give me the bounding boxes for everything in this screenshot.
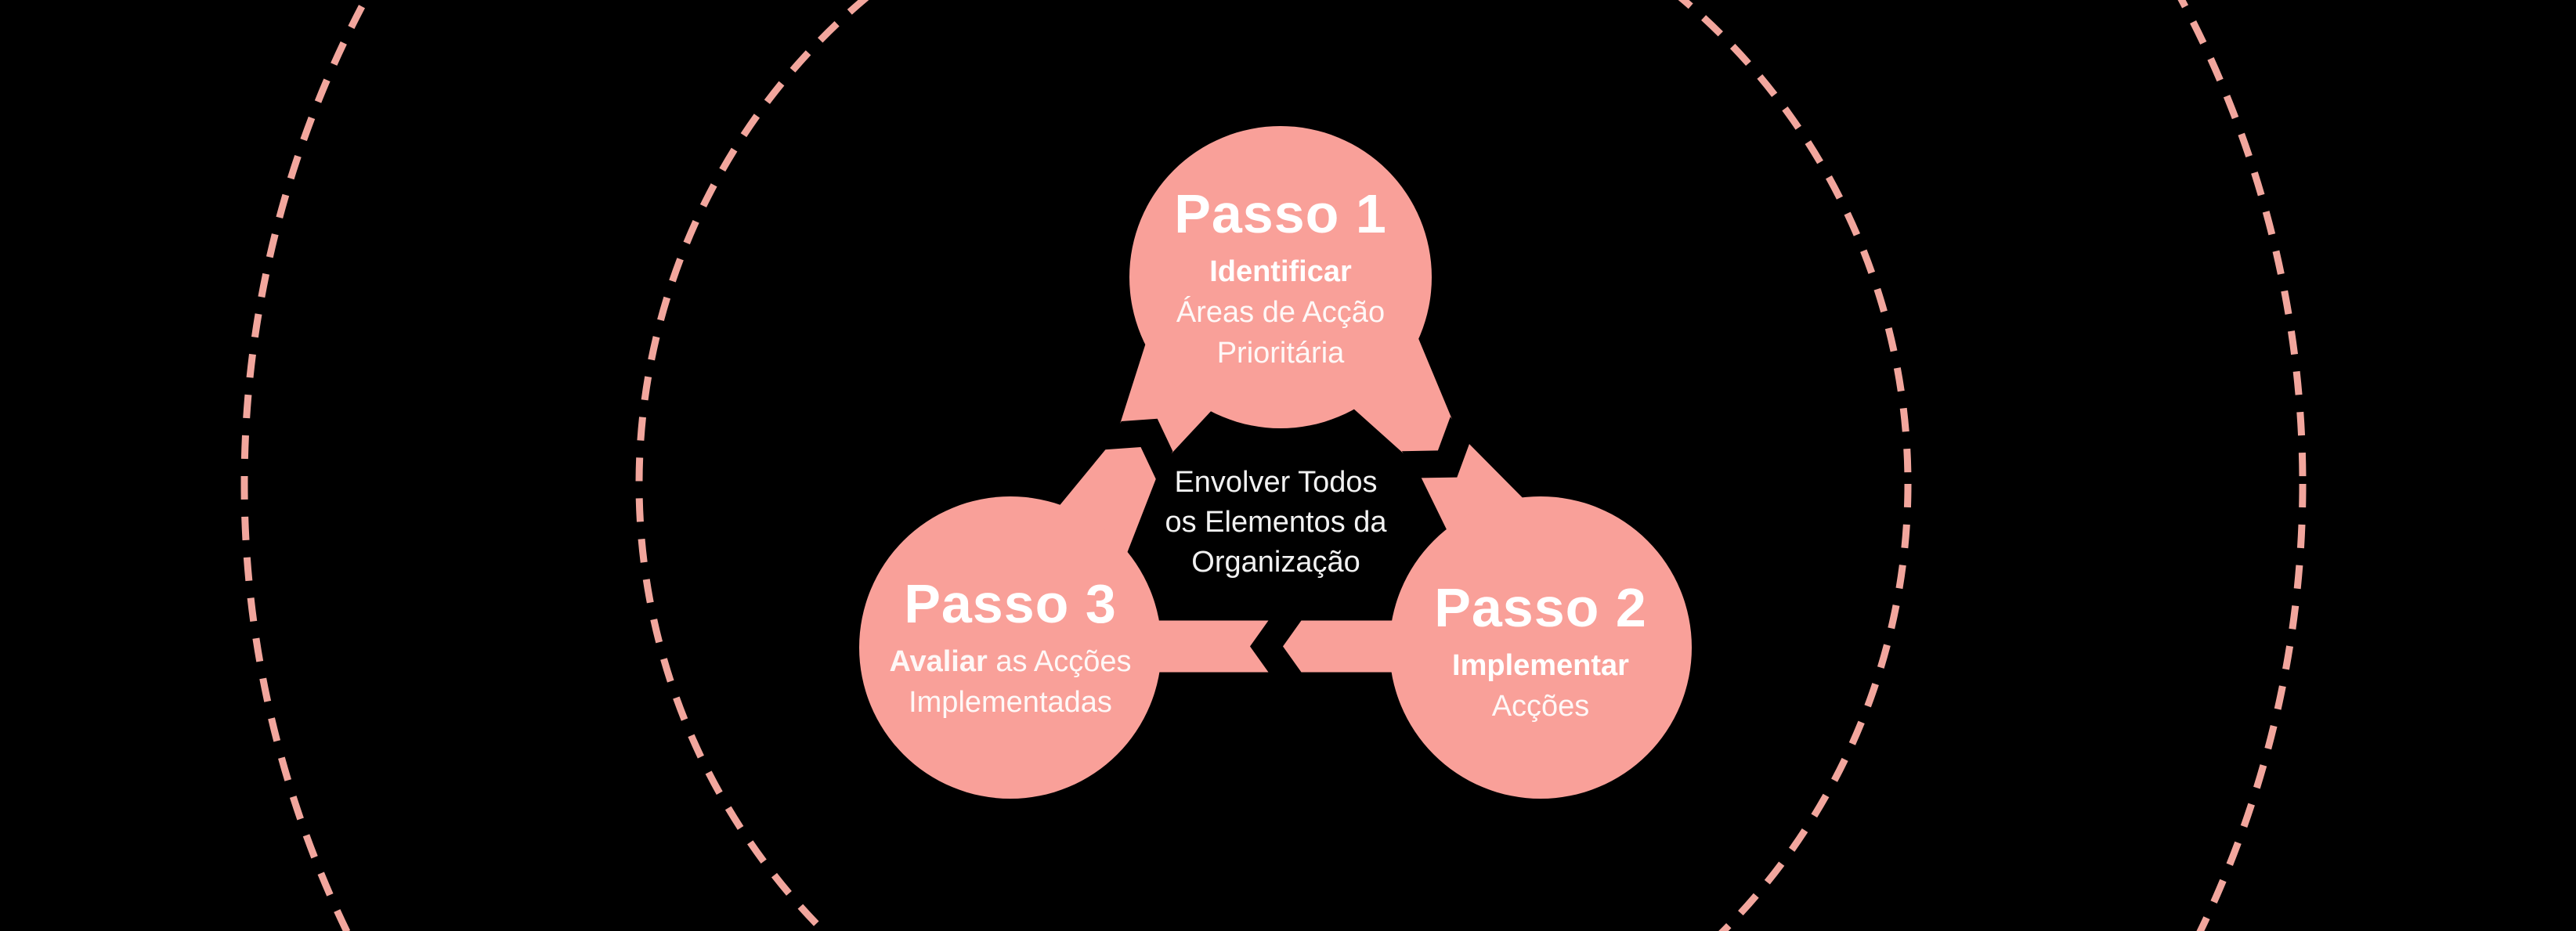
- arrow-gap-passo1-passo2: [1401, 417, 1470, 478]
- step2-label-block: Passo 2 Implementar Acções: [1321, 576, 1760, 727]
- step3-emphasis-line: Avaliar as Acções: [791, 641, 1230, 682]
- center-note-line2: os Elementos da: [1165, 506, 1387, 539]
- center-note: Envolver Todos os Elementos da Organizaç…: [1072, 463, 1479, 583]
- step3-detail-1: Implementadas: [909, 686, 1112, 719]
- step3-circle: [859, 496, 1162, 799]
- step2-emphasis: Implementar: [1452, 649, 1629, 682]
- step2-detail-1: Acções: [1491, 690, 1590, 723]
- step2-circle: [1389, 496, 1692, 799]
- step3-label-block: Passo 3 Avaliar as Acções Implementadas: [791, 572, 1230, 723]
- step1-title: Passo 1: [1174, 183, 1387, 244]
- step3-title: Passo 3: [904, 573, 1117, 634]
- step3-emphasis-suffix: as Acções: [987, 645, 1132, 678]
- step2-lines: Implementar Acções: [1321, 645, 1760, 727]
- step1-label-block: Passo 1 Identificar Áreas de Acção Prior…: [1061, 182, 1500, 373]
- step1-detail-1: Áreas de Acção: [1176, 296, 1386, 329]
- center-note-line1: Envolver Todos: [1174, 466, 1378, 499]
- step1-detail-2: Prioritária: [1216, 337, 1345, 370]
- step1-lines: Identificar Áreas de Acção Prioritária: [1061, 251, 1500, 373]
- dashed-circle-inner: [635, 0, 1912, 931]
- center-note-line3: Organização: [1191, 546, 1360, 579]
- step1-circle: [1129, 126, 1432, 428]
- step3-lines: Avaliar as Acções Implementadas: [791, 641, 1230, 723]
- arrow-gap-passo2-passo3: [1250, 618, 1303, 675]
- arrow-gap-passo3-passo1: [1104, 418, 1173, 480]
- step2-title: Passo 2: [1434, 577, 1647, 638]
- step1-emphasis: Identificar: [1209, 255, 1352, 288]
- step3-emphasis: Avaliar: [889, 645, 988, 678]
- dashed-circle-outer: [240, 0, 2307, 931]
